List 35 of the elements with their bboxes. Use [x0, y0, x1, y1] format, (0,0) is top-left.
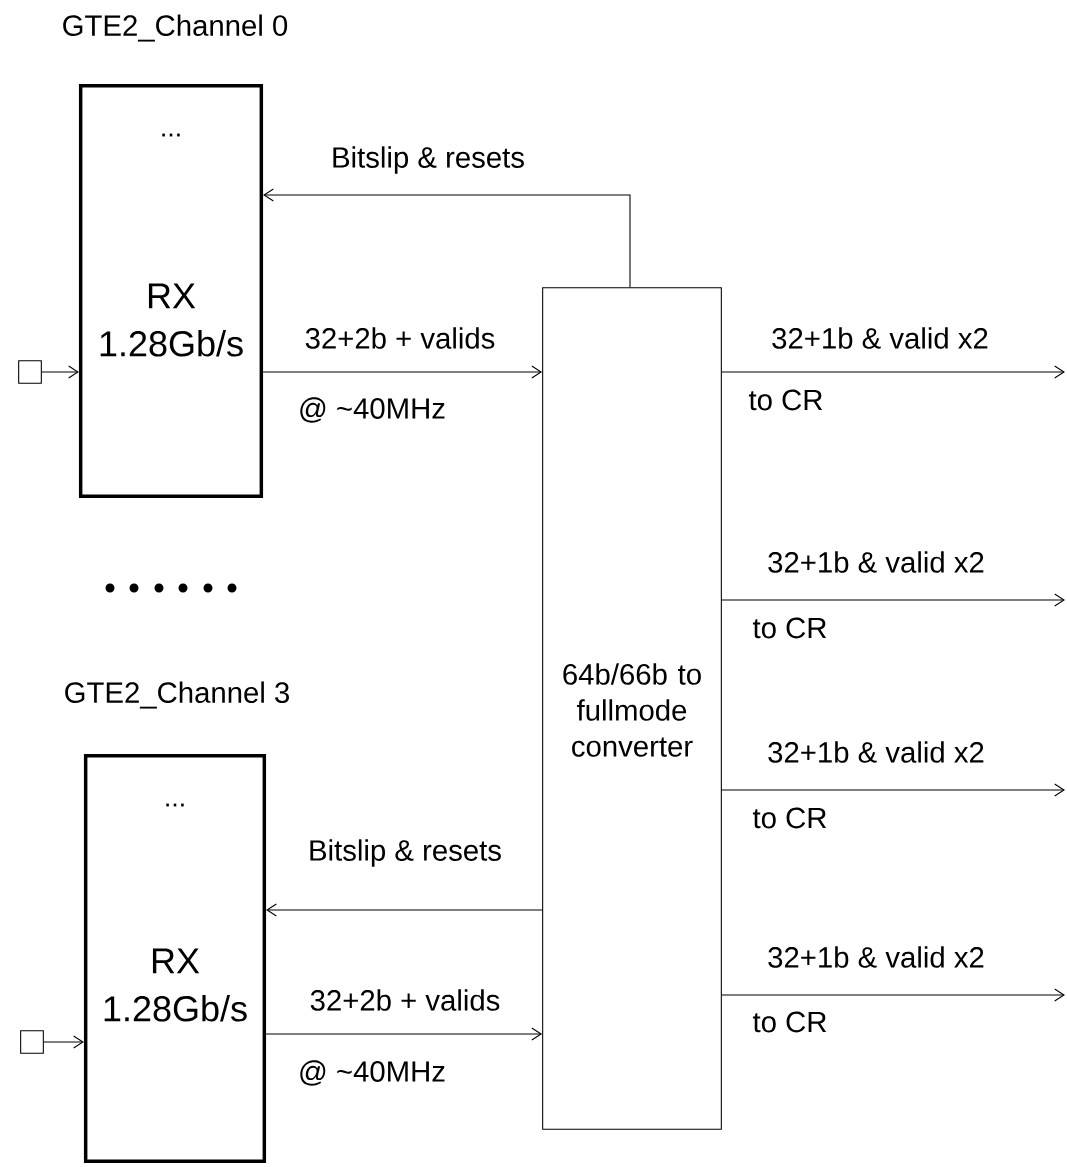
receiver-box: ... RX 1.28Gb/s	[78, 83, 264, 499]
signal-note: @ ~40MHz	[300, 397, 445, 423]
arrow	[43, 1035, 84, 1049]
arrow	[41, 365, 79, 379]
arrow	[262, 365, 543, 379]
signal-note: to CR	[752, 807, 827, 829]
node-label: ...	[166, 803, 184, 807]
channel-heading: GTE2_Channel 0	[63, 14, 288, 42]
arrow	[721, 988, 1065, 1002]
edge-label: 32+1b & valid x2	[765, 944, 987, 970]
signal-note: to CR	[748, 389, 823, 411]
signal-note: to CR	[752, 617, 827, 639]
edge-label: 32+2b + valids	[308, 987, 502, 1013]
node-label: RX 1.28Gb/s	[104, 948, 247, 1022]
arrow	[263, 188, 631, 288]
edge-label: 32+1b & valid x2	[769, 325, 991, 351]
edge-label: 32+1b & valid x2	[765, 739, 987, 765]
arrow	[721, 365, 1065, 379]
signal-note: @ ~40MHz	[300, 1060, 445, 1086]
receiver-box: ... RX 1.28Gb/s	[83, 753, 267, 1164]
converter-box: 64b/66b to fullmode converter	[542, 287, 722, 1130]
arrow	[721, 783, 1065, 797]
arrow	[265, 1027, 543, 1041]
edge-label: 32+1b & valid x2	[765, 549, 987, 575]
input-port-square	[18, 360, 42, 384]
signal-note: to CR	[752, 1011, 827, 1033]
input-port-square	[20, 1030, 44, 1054]
arrow	[266, 903, 543, 917]
node-label: RX 1.28Gb/s	[100, 283, 243, 357]
node-label: ...	[162, 133, 180, 137]
edge-label: Bitslip & resets	[306, 838, 504, 868]
edge-label: 32+2b + valids	[303, 325, 497, 351]
arrow	[721, 593, 1065, 607]
edge-label: Bitslip & resets	[329, 145, 527, 175]
channel-heading: GTE2_Channel 3	[65, 681, 289, 709]
